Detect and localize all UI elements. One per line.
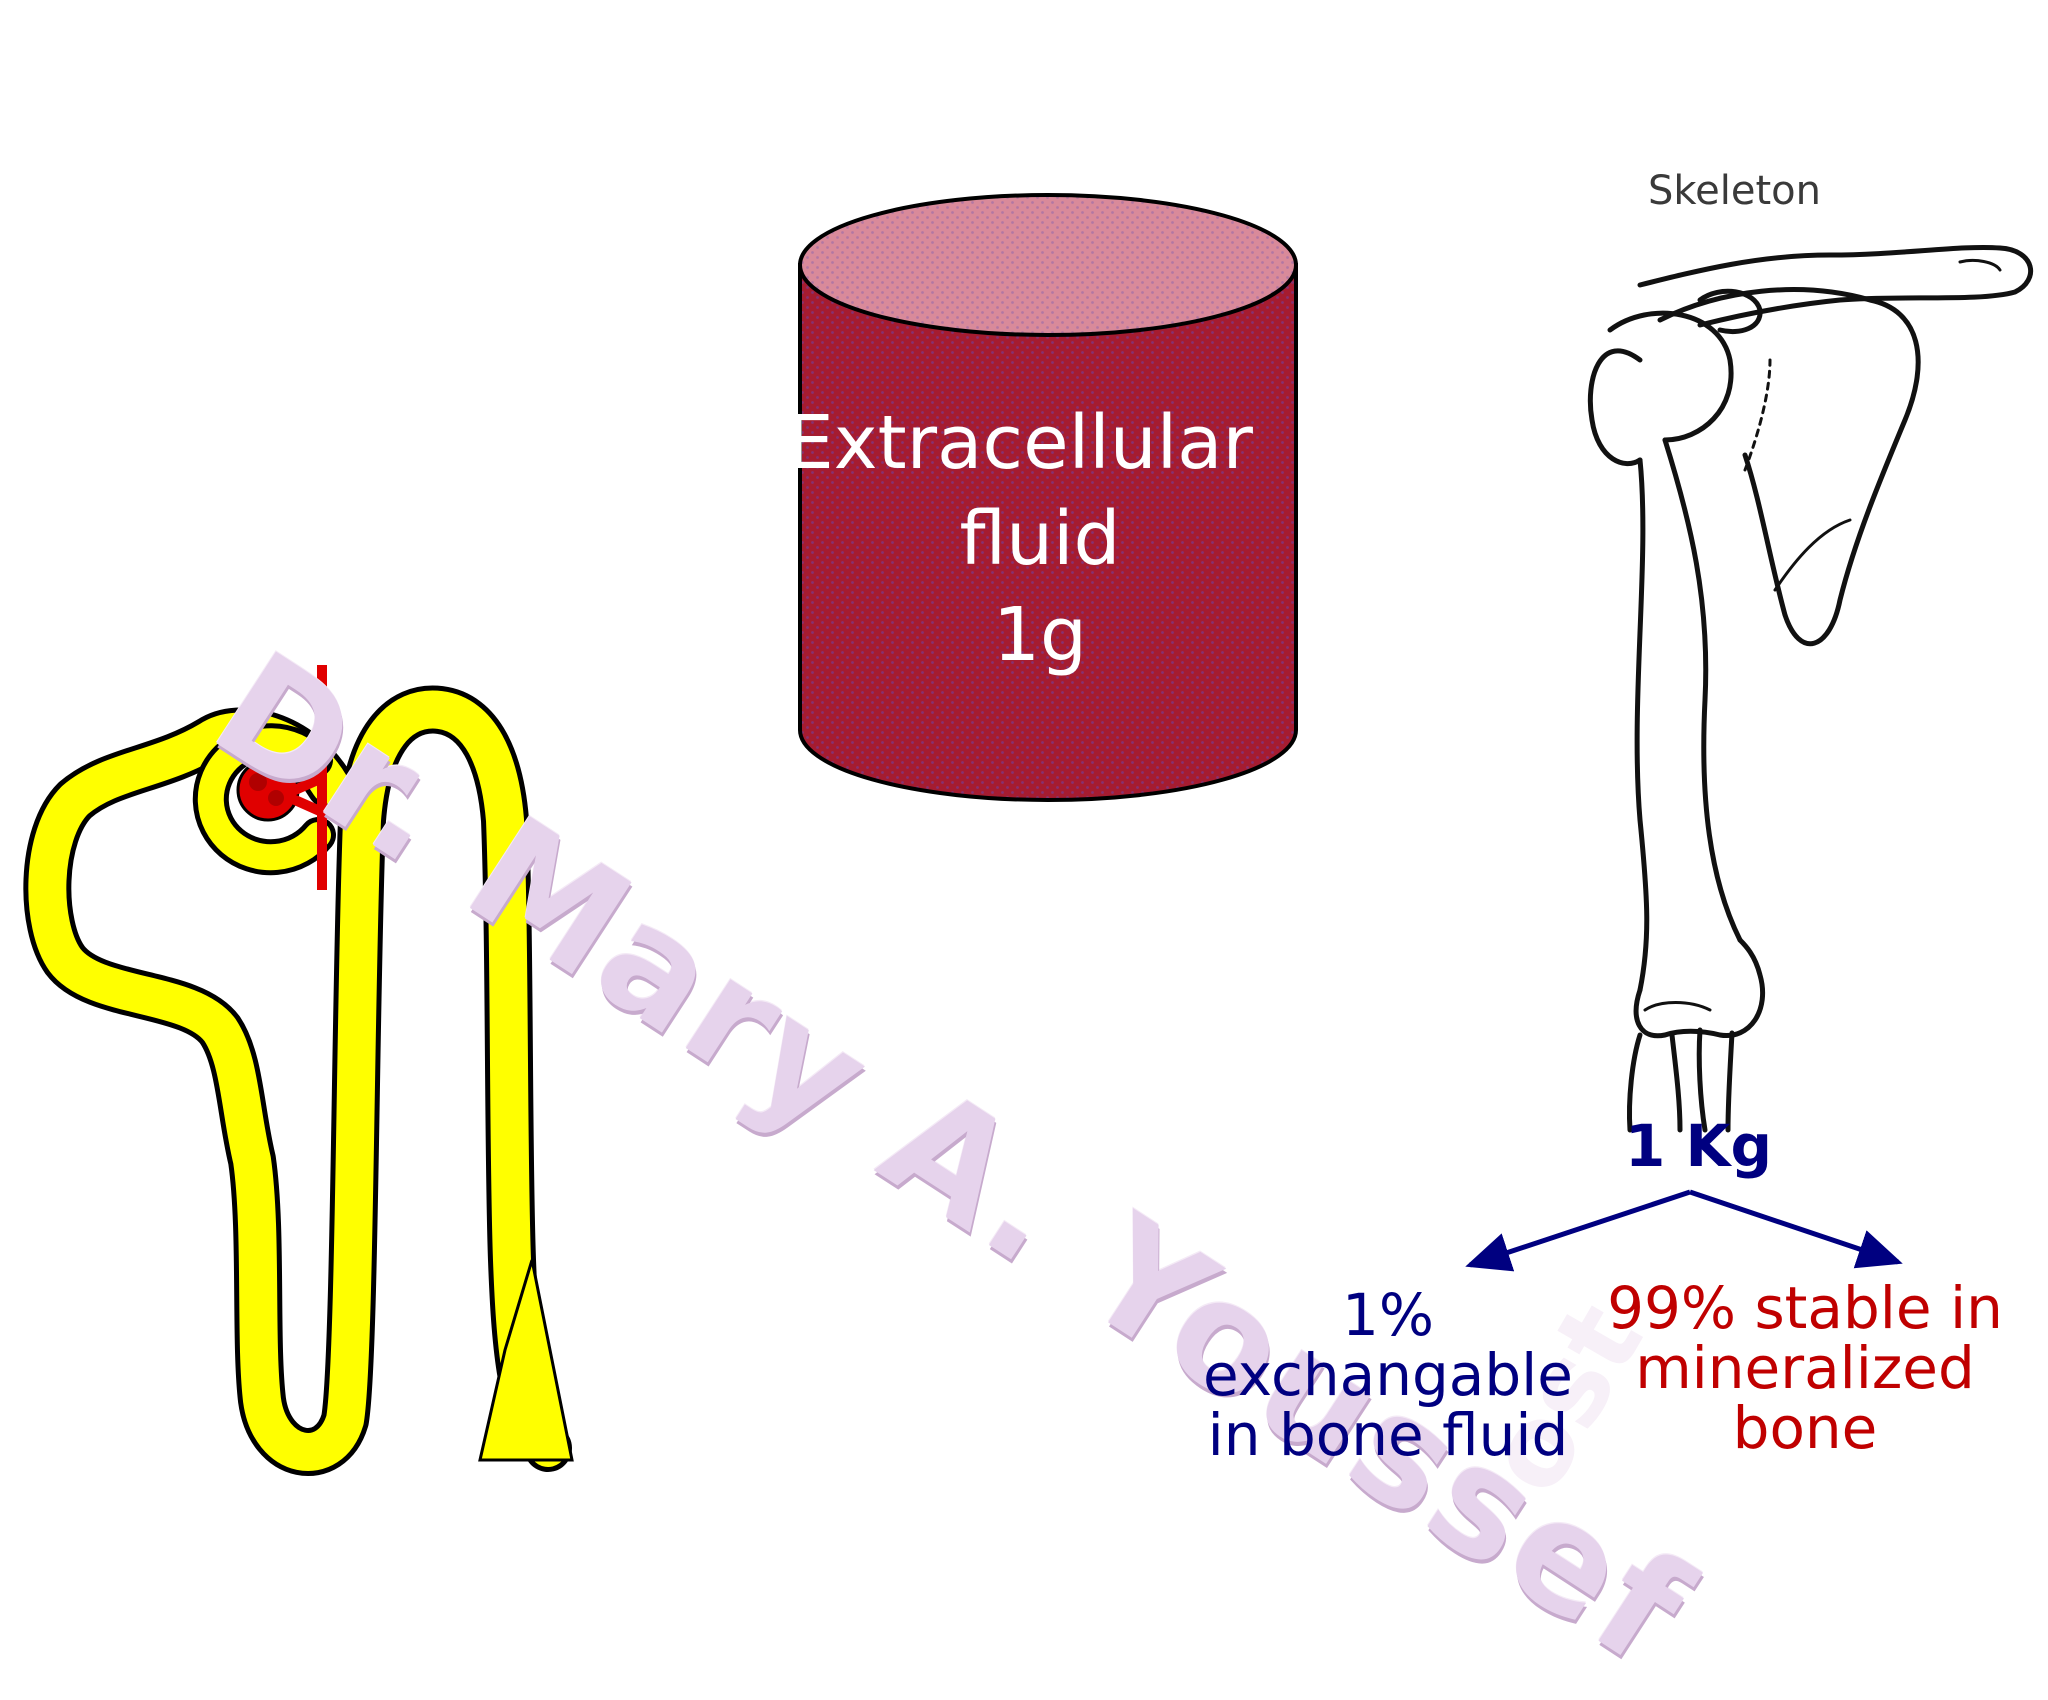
bone-split-arrows (1465, 1189, 1903, 1272)
extracellular-fluid-cylinder (798, 193, 1298, 802)
stable-line-3: bone (1732, 1394, 1878, 1462)
slide-graphics (23, 193, 2034, 1476)
slide: Dr. Mary A. Youssef ost Extracellular fl… (23, 168, 2034, 1700)
cylinder-line-1: Extracellular (787, 400, 1253, 486)
stable-line-2: mineralized (1635, 1334, 1975, 1402)
cylinder-line-2: fluid (959, 496, 1121, 582)
exchangeable-calcium-label: 1% exchangable in bone fluid (1188, 1285, 1588, 1465)
extracellular-fluid-label: Extracellular fluid 1g (787, 395, 1290, 683)
stable-line-1: 99% stable in (1607, 1274, 2003, 1342)
cylinder-line-3: 1g (992, 592, 1088, 678)
skeleton-caption: Skeleton (1648, 168, 1821, 214)
exchangeable-line-3: in bone fluid (1207, 1401, 1569, 1469)
skeleton-arm-illustration (1587, 244, 2034, 1133)
bone-calcium-total: 1 Kg (1625, 1112, 1773, 1180)
stable-calcium-label: 99% stable in mineralized bone (1585, 1278, 2025, 1458)
nephron-illustration (23, 665, 574, 1476)
exchangeable-line-1: 1% (1341, 1281, 1434, 1349)
exchangeable-line-2: exchangable (1203, 1341, 1573, 1409)
